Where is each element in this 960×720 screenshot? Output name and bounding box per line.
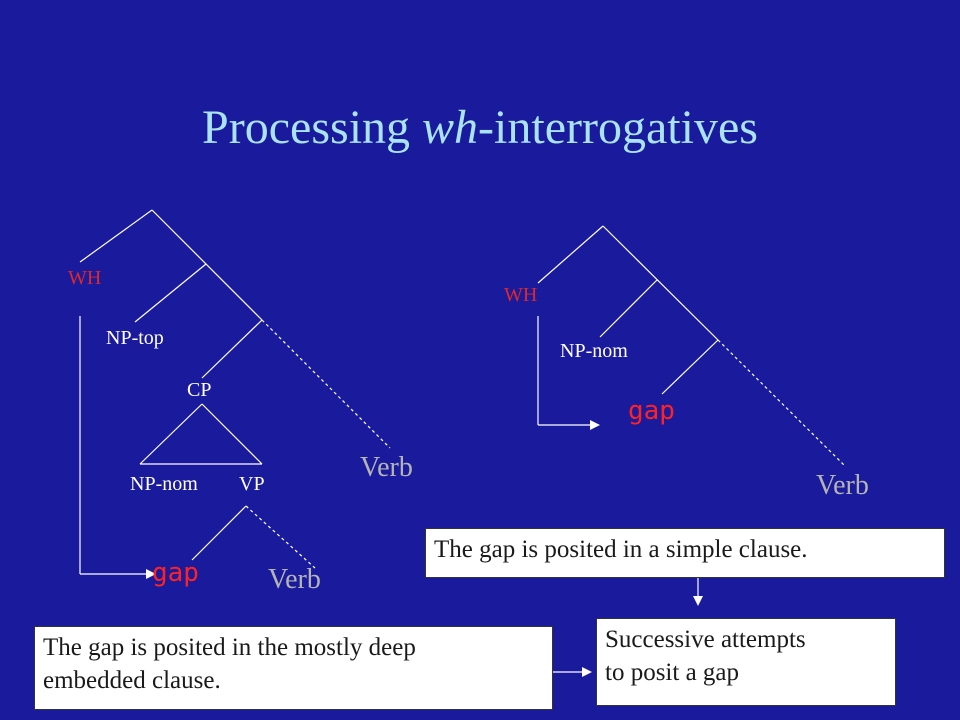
simple-clause-box: The gap is posited in a simple clause. bbox=[425, 528, 945, 578]
deep-clause-box: The gap is posited in the mostly deep em… bbox=[34, 626, 553, 710]
left-vp-label: VP bbox=[239, 473, 265, 495]
successive-attempts-box: Successive attempts to posit a gap bbox=[596, 618, 896, 706]
deep-clause-line2: embedded clause. bbox=[43, 667, 221, 694]
right-np-nom-label: NP-nom bbox=[560, 340, 628, 362]
deep-clause-line1: The gap is posited in the mostly deep bbox=[43, 634, 416, 661]
title-suffix: -interrogatives bbox=[478, 101, 758, 154]
slide-title: Processing wh-interrogatives bbox=[0, 98, 960, 158]
left-cp-label: CP bbox=[187, 379, 212, 401]
title-italic: wh bbox=[422, 101, 479, 154]
right-arrowhead bbox=[582, 667, 592, 677]
successive-line2: to posit a gap bbox=[605, 659, 740, 686]
right-verb-label: Verb bbox=[816, 470, 869, 501]
right-gap-arrowhead bbox=[590, 420, 600, 430]
down-arrowhead bbox=[693, 596, 703, 606]
right-gap-label: gap bbox=[628, 396, 675, 426]
left-np-nom-label: NP-nom bbox=[130, 473, 198, 495]
left-np-top-label: NP-top bbox=[106, 327, 164, 349]
left-gap-label: gap bbox=[152, 558, 199, 588]
left-verb-lower-label: Verb bbox=[268, 564, 321, 595]
successive-line1: Successive attempts bbox=[605, 626, 806, 653]
left-verb-upper-label: Verb bbox=[360, 452, 413, 483]
right-wh-label: WH bbox=[504, 284, 538, 306]
simple-clause-text: The gap is posited in a simple clause. bbox=[434, 536, 808, 563]
title-prefix: Processing bbox=[202, 101, 423, 154]
left-gap-arrowhead bbox=[146, 569, 156, 579]
right-tree-branches bbox=[537, 225, 846, 467]
left-tree-branches bbox=[79, 209, 391, 575]
box-arrows bbox=[553, 578, 699, 673]
left-wh-label: WH bbox=[68, 267, 102, 289]
